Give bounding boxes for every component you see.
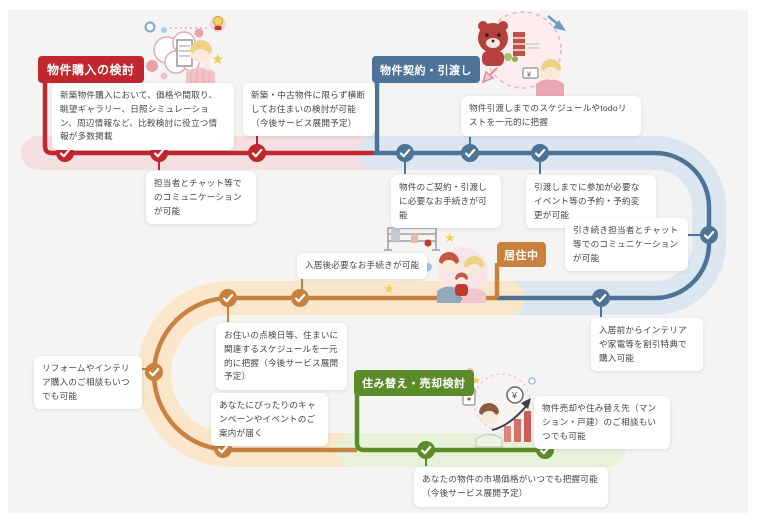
line-purchase xyxy=(42,81,374,156)
check-icon xyxy=(399,148,411,158)
svg-text:¥: ¥ xyxy=(527,72,531,79)
check-node xyxy=(219,289,237,307)
card-purchase-info: 新築物件購入において、価格や間取り、眺望ギャラリー、日照シミュレーション、周辺情… xyxy=(52,83,234,150)
check-icon xyxy=(595,293,607,303)
thinking-person-icon: ★ xyxy=(144,16,226,92)
stage-header-resale: 住み替え・売却検討 xyxy=(354,370,474,396)
line-contract xyxy=(374,150,712,301)
check-icon xyxy=(534,148,546,158)
check-node xyxy=(700,226,718,244)
card-contract-discount: 入居前からインテリアや家電等を割引特典で購入可能 xyxy=(591,318,703,372)
check-icon xyxy=(222,293,234,303)
check-icon xyxy=(153,148,165,158)
check-node xyxy=(145,363,163,381)
card-living-schedule: お住いの点検日等、住まいに関連するスケジュールを一元的に把握（今後サービス展開予… xyxy=(216,323,347,390)
bear-and-customer-icon: ¥ xyxy=(478,11,566,100)
stage-header-contract: 物件契約・引渡し xyxy=(372,56,480,83)
check-node xyxy=(592,289,610,307)
check-node xyxy=(396,144,414,162)
check-icon xyxy=(464,148,476,158)
check-node xyxy=(291,289,309,307)
card-contract-chat: 引き続き担当者とチャット等でのコミュニケーションが可能 xyxy=(565,218,688,272)
family-icon: ★ ★ xyxy=(383,227,488,303)
card-living-reform: リフォームやインテリア購入のご相談もいつでも可能 xyxy=(34,356,142,410)
card-resale-consult: 物件売却や住み替え先（マンション・戸建）のご相談もいつでも可能 xyxy=(534,396,670,450)
svg-text:¥: ¥ xyxy=(511,391,518,401)
check-icon xyxy=(59,148,71,158)
check-icon xyxy=(251,148,263,158)
line-resale xyxy=(354,392,545,453)
check-icon xyxy=(217,444,229,454)
svg-text:★: ★ xyxy=(444,230,456,245)
check-node xyxy=(248,144,266,162)
stage-header-purchase: 物件購入の検討 xyxy=(38,56,144,83)
svg-text:★: ★ xyxy=(211,51,224,68)
card-purchase-cross-search: 新築・中古物件に限らず横断してお住まいの検討が可能（今後サービス展開予定） xyxy=(243,83,375,137)
check-icon xyxy=(294,293,306,303)
svg-text:★: ★ xyxy=(383,281,395,296)
check-node xyxy=(531,144,549,162)
card-resale-market-price: あなたの物件の市場価格がいつでも把握可能（今後サービス展開予定） xyxy=(414,467,608,507)
card-contract-todo: 物件引渡しまでのスケジュールやtodoリストを一元的に把握 xyxy=(461,96,641,136)
check-icon xyxy=(703,230,715,240)
check-node xyxy=(417,441,435,459)
card-living-procedures: 入居後必要なお手続きが可能 xyxy=(297,253,428,279)
check-node xyxy=(461,144,479,162)
check-icon xyxy=(539,445,551,455)
check-icon xyxy=(420,445,432,455)
card-living-campaign: あなたにぴったりのキャンペーンやイベントのご案内が届く xyxy=(211,393,328,447)
stage-header-living: 居住中 xyxy=(497,242,546,267)
svg-text:★: ★ xyxy=(471,375,481,387)
check-icon xyxy=(148,367,160,377)
card-contract-procedures: 物件のご契約・引渡しに必要なお手続きが可能 xyxy=(391,175,501,229)
card-purchase-chat: 担当者とチャット等でのコミュニケーションが可能 xyxy=(146,171,256,225)
